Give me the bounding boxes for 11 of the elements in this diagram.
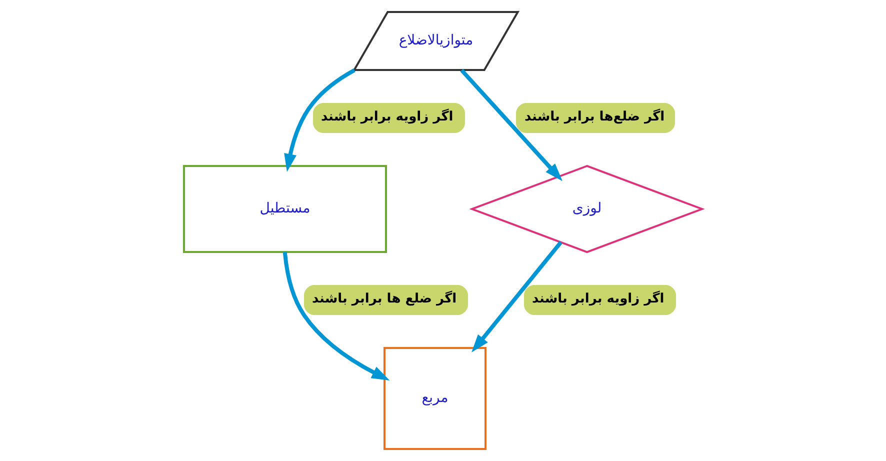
node-box: مربع	[384, 347, 486, 450]
edge-label: اگر زاویه برابر باشند	[321, 109, 454, 124]
edge-label: اگر زاویه برابر باشند	[532, 291, 664, 306]
node-diamond: لوزی	[469, 164, 705, 254]
edge-label: اگر ضلع‌ها برابر باشند	[524, 109, 665, 124]
node-box: مستطیل	[183, 165, 387, 253]
arrow	[284, 68, 356, 172]
arrow	[282, 252, 390, 380]
arrow	[460, 68, 562, 182]
edge-label: اگر ضلع ها برابر باشند	[312, 291, 457, 306]
arrow	[472, 240, 562, 352]
